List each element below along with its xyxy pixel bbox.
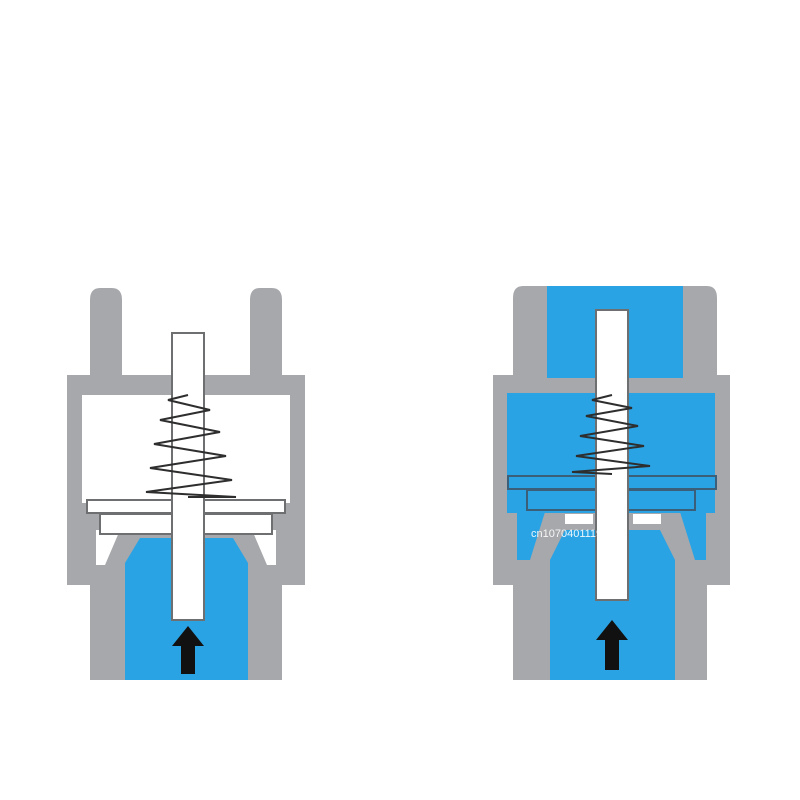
up-arrow-icon [596, 620, 628, 670]
left-valve [67, 288, 305, 680]
left-seat-right [252, 530, 276, 565]
right-inlet-fluid [550, 530, 675, 680]
up-arrow-icon [172, 626, 204, 674]
watermark-text: cn1070401119lwjae [531, 528, 627, 540]
right-seat-right [680, 512, 706, 560]
right-spring [571, 394, 651, 475]
right-flow-highlight-right [633, 514, 661, 524]
right-seat-left [517, 512, 545, 560]
left-spring [145, 394, 237, 498]
left-valve-stem [171, 332, 205, 621]
right-flow-highlight-left [565, 514, 593, 524]
left-seat-left [96, 530, 120, 565]
right-valve: cn1070401119lwjae [493, 286, 730, 680]
right-valve-stem [595, 309, 629, 601]
